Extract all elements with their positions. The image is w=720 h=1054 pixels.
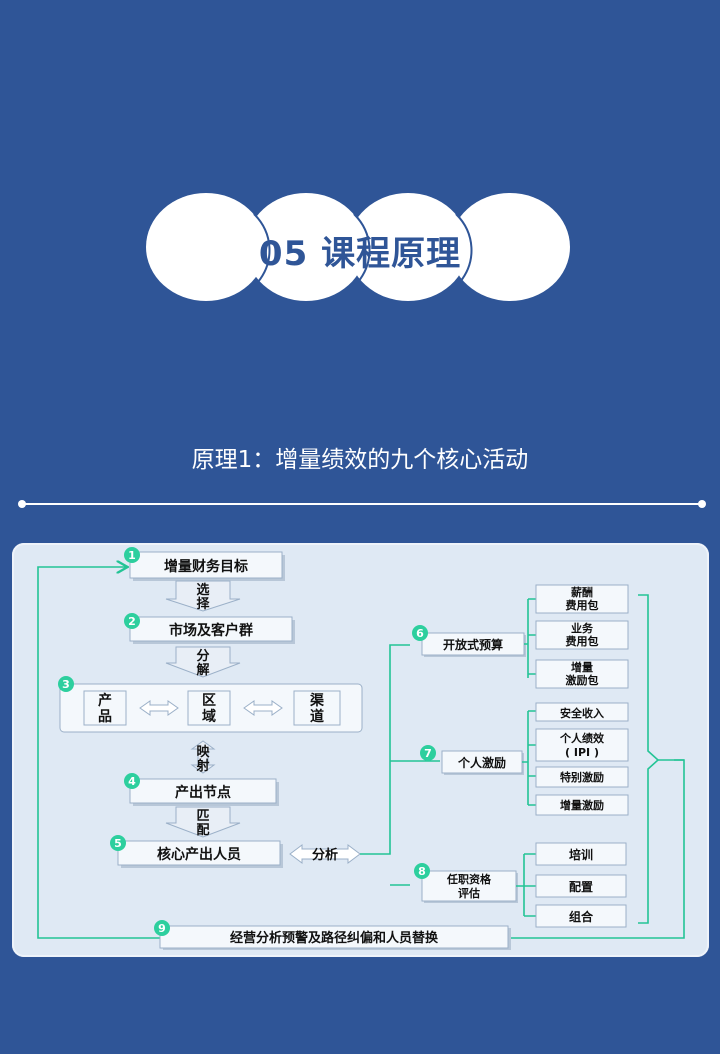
svg-text:安全收入: 安全收入 — [560, 706, 604, 720]
step-7: 个人激励 7 — [420, 745, 524, 775]
svg-text:道: 道 — [310, 708, 324, 725]
budget-item-increment: 增量 激励包 — [535, 659, 629, 689]
svg-text:8: 8 — [418, 865, 426, 878]
incentive-personal-performance: 个人绩效 ( IPI ) — [535, 728, 629, 762]
double-arrow-icon — [243, 700, 283, 716]
svg-text:渠: 渠 — [309, 692, 325, 709]
incentive-increment: 增量激励 — [535, 794, 629, 816]
svg-text:费用包: 费用包 — [566, 598, 599, 612]
svg-text:配置: 配置 — [569, 879, 593, 894]
incentive-special: 特别激励 — [535, 766, 629, 788]
page-title: 05 课程原理 — [258, 234, 462, 274]
svg-text:映: 映 — [196, 744, 210, 760]
connector-decompose: 分 解 — [165, 646, 241, 678]
connector-select-char2: 择 — [196, 596, 210, 612]
step-9-label: 经营分析预警及路径纠偏和人员替换 — [230, 930, 439, 946]
svg-text:区: 区 — [202, 693, 216, 709]
svg-text:4: 4 — [128, 775, 136, 788]
connector-match: 匹 配 — [165, 806, 241, 838]
connector-select: 选 择 — [165, 580, 241, 612]
step-4-label: 产出节点 — [175, 784, 231, 801]
double-arrow-icon — [139, 700, 179, 716]
svg-text:激励包: 激励包 — [566, 673, 599, 687]
svg-text:匹: 匹 — [196, 809, 209, 824]
incentive-safe-income: 安全收入 — [535, 702, 629, 722]
qualification-training: 培训 — [535, 842, 627, 866]
feedback-loop-line — [37, 567, 160, 939]
connector-select-char1: 选 — [196, 582, 209, 598]
step-8: 任职资格 评估 8 — [414, 863, 518, 903]
svg-text:6: 6 — [416, 627, 424, 640]
svg-text:1: 1 — [128, 549, 136, 562]
svg-text:2: 2 — [128, 615, 136, 628]
step-5: 核心产出人员 5 — [110, 835, 283, 868]
svg-text:薪酬: 薪酬 — [571, 585, 593, 599]
svg-text:产: 产 — [98, 692, 112, 709]
step-8-label-line2: 评估 — [458, 886, 480, 900]
connector-analyze: 分析 — [289, 844, 361, 864]
qualification-combination: 组合 — [535, 904, 627, 928]
connector-map: 映 射 — [190, 740, 216, 774]
svg-text:增量激励: 增量激励 — [560, 798, 604, 812]
svg-text:5: 5 — [114, 837, 122, 850]
title-cloud — [146, 193, 570, 301]
step-1-badge — [124, 547, 140, 563]
divider-line — [18, 500, 706, 508]
step-7-label: 个人激励 — [457, 755, 506, 770]
svg-text:费用包: 费用包 — [566, 634, 599, 648]
svg-text:解: 解 — [195, 662, 209, 678]
svg-text:分: 分 — [196, 648, 209, 664]
svg-text:个人绩效: 个人绩效 — [559, 731, 605, 745]
right-brace — [638, 594, 660, 924]
step-1: 增量财务目标 1 — [124, 547, 285, 581]
svg-text:配: 配 — [196, 823, 209, 838]
svg-text:品: 品 — [98, 709, 112, 725]
svg-text:分析: 分析 — [312, 847, 338, 863]
step-9: 经营分析预警及路径纠偏和人员替换 9 — [154, 920, 511, 950]
step-8-label-line1: 任职资格 — [446, 872, 492, 886]
step-6: 开放式预算 6 — [412, 625, 526, 657]
svg-text:增量: 增量 — [571, 660, 593, 674]
qualification-allocation: 配置 — [535, 874, 627, 898]
svg-text:7: 7 — [424, 747, 432, 760]
svg-text:业务: 业务 — [571, 621, 594, 635]
svg-text:9: 9 — [158, 922, 166, 935]
step-2: 市场及客户群 2 — [124, 613, 295, 644]
svg-text:射: 射 — [195, 758, 209, 774]
step-4: 产出节点 4 — [124, 773, 279, 806]
section-subtitle: 原理1：增量绩效的九个核心活动 — [191, 447, 529, 473]
svg-text:培训: 培训 — [569, 847, 593, 862]
step-5-label: 核心产出人员 — [157, 846, 241, 863]
svg-text:( IPI ): ( IPI ) — [565, 746, 599, 759]
step-6-label: 开放式预算 — [443, 637, 503, 652]
budget-item-business: 业务 费用包 — [535, 620, 629, 650]
svg-text:3: 3 — [62, 678, 70, 691]
step-1-label: 增量财务目标 — [164, 558, 248, 575]
svg-text:组合: 组合 — [569, 909, 594, 924]
budget-item-salary: 薪酬 费用包 — [535, 584, 629, 614]
svg-text:特别激励: 特别激励 — [560, 770, 604, 784]
step-2-label: 市场及客户群 — [169, 622, 253, 639]
svg-text:域: 域 — [202, 708, 216, 725]
step-3: 3 产 品 区 域 渠 道 — [58, 676, 363, 733]
activity-diagram: 增量财务目标 1 选 择 市场及客户群 2 分 解 3 产 品 区 域 渠 道 — [37, 547, 685, 950]
